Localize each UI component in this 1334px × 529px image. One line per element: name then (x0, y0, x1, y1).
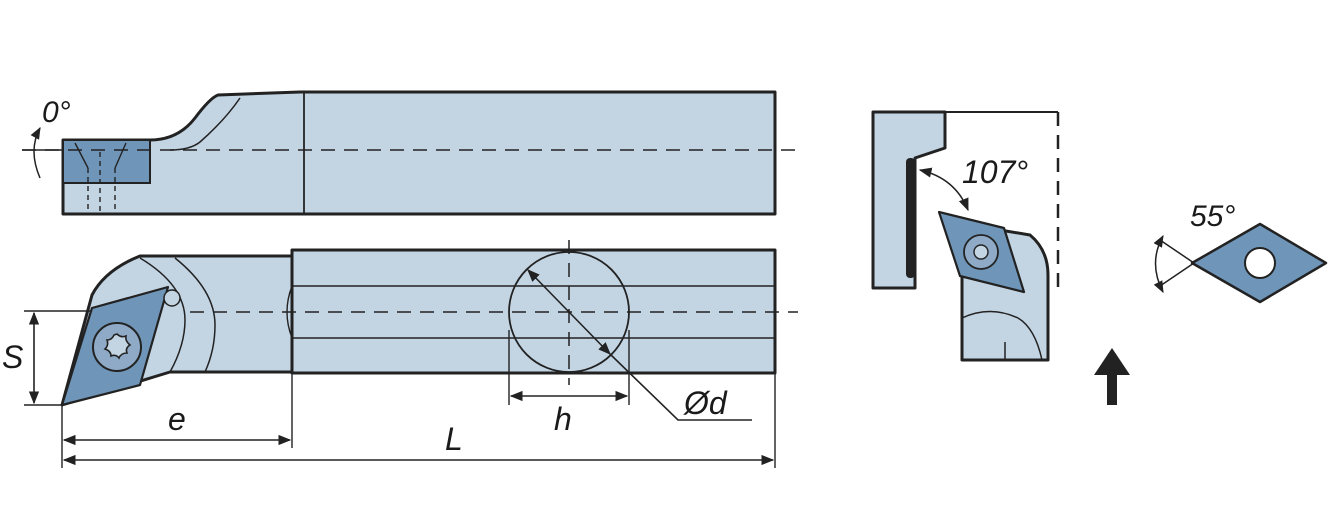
l-label: L (445, 421, 463, 457)
wall-edge-bar (906, 158, 915, 278)
head-neck-line (169, 97, 241, 151)
diameter-line (527, 269, 611, 355)
tool-head-contour (961, 310, 1043, 361)
insert-angle-ref-top (1159, 239, 1195, 264)
insert-hidden-lines (74, 142, 127, 212)
angle-arc-107 (918, 167, 969, 212)
insert-hole (1244, 247, 1276, 279)
e-label: e (168, 401, 186, 437)
angle-label-107: 107° (962, 154, 1028, 190)
angle-label-top: 0° (42, 96, 71, 129)
insert-detail: 55° (1153, 200, 1328, 304)
diameter-leader (609, 353, 752, 421)
top-side-view: 0° (22, 90, 798, 216)
screw-socket-top-view (973, 244, 989, 260)
h-label: h (554, 401, 572, 437)
angle-label-55: 55° (1190, 200, 1235, 233)
angle-arc-55 (1153, 234, 1164, 294)
torx-screw-icon (103, 333, 132, 360)
s-label: S (2, 339, 23, 375)
bar-side-body (61, 90, 777, 216)
head-contour-1 (139, 257, 186, 373)
bore-top-view: 107° (871, 110, 1130, 405)
bottom-plan-view: Ød h S e L (2, 240, 798, 468)
diameter-label: Ød (683, 385, 728, 421)
angle-arc-top (30, 126, 41, 179)
insert-angle-ref-bottom (1159, 262, 1195, 287)
arrow-up-icon (1094, 348, 1130, 405)
clamp-pin (163, 289, 181, 307)
head-contour-2 (174, 257, 216, 373)
